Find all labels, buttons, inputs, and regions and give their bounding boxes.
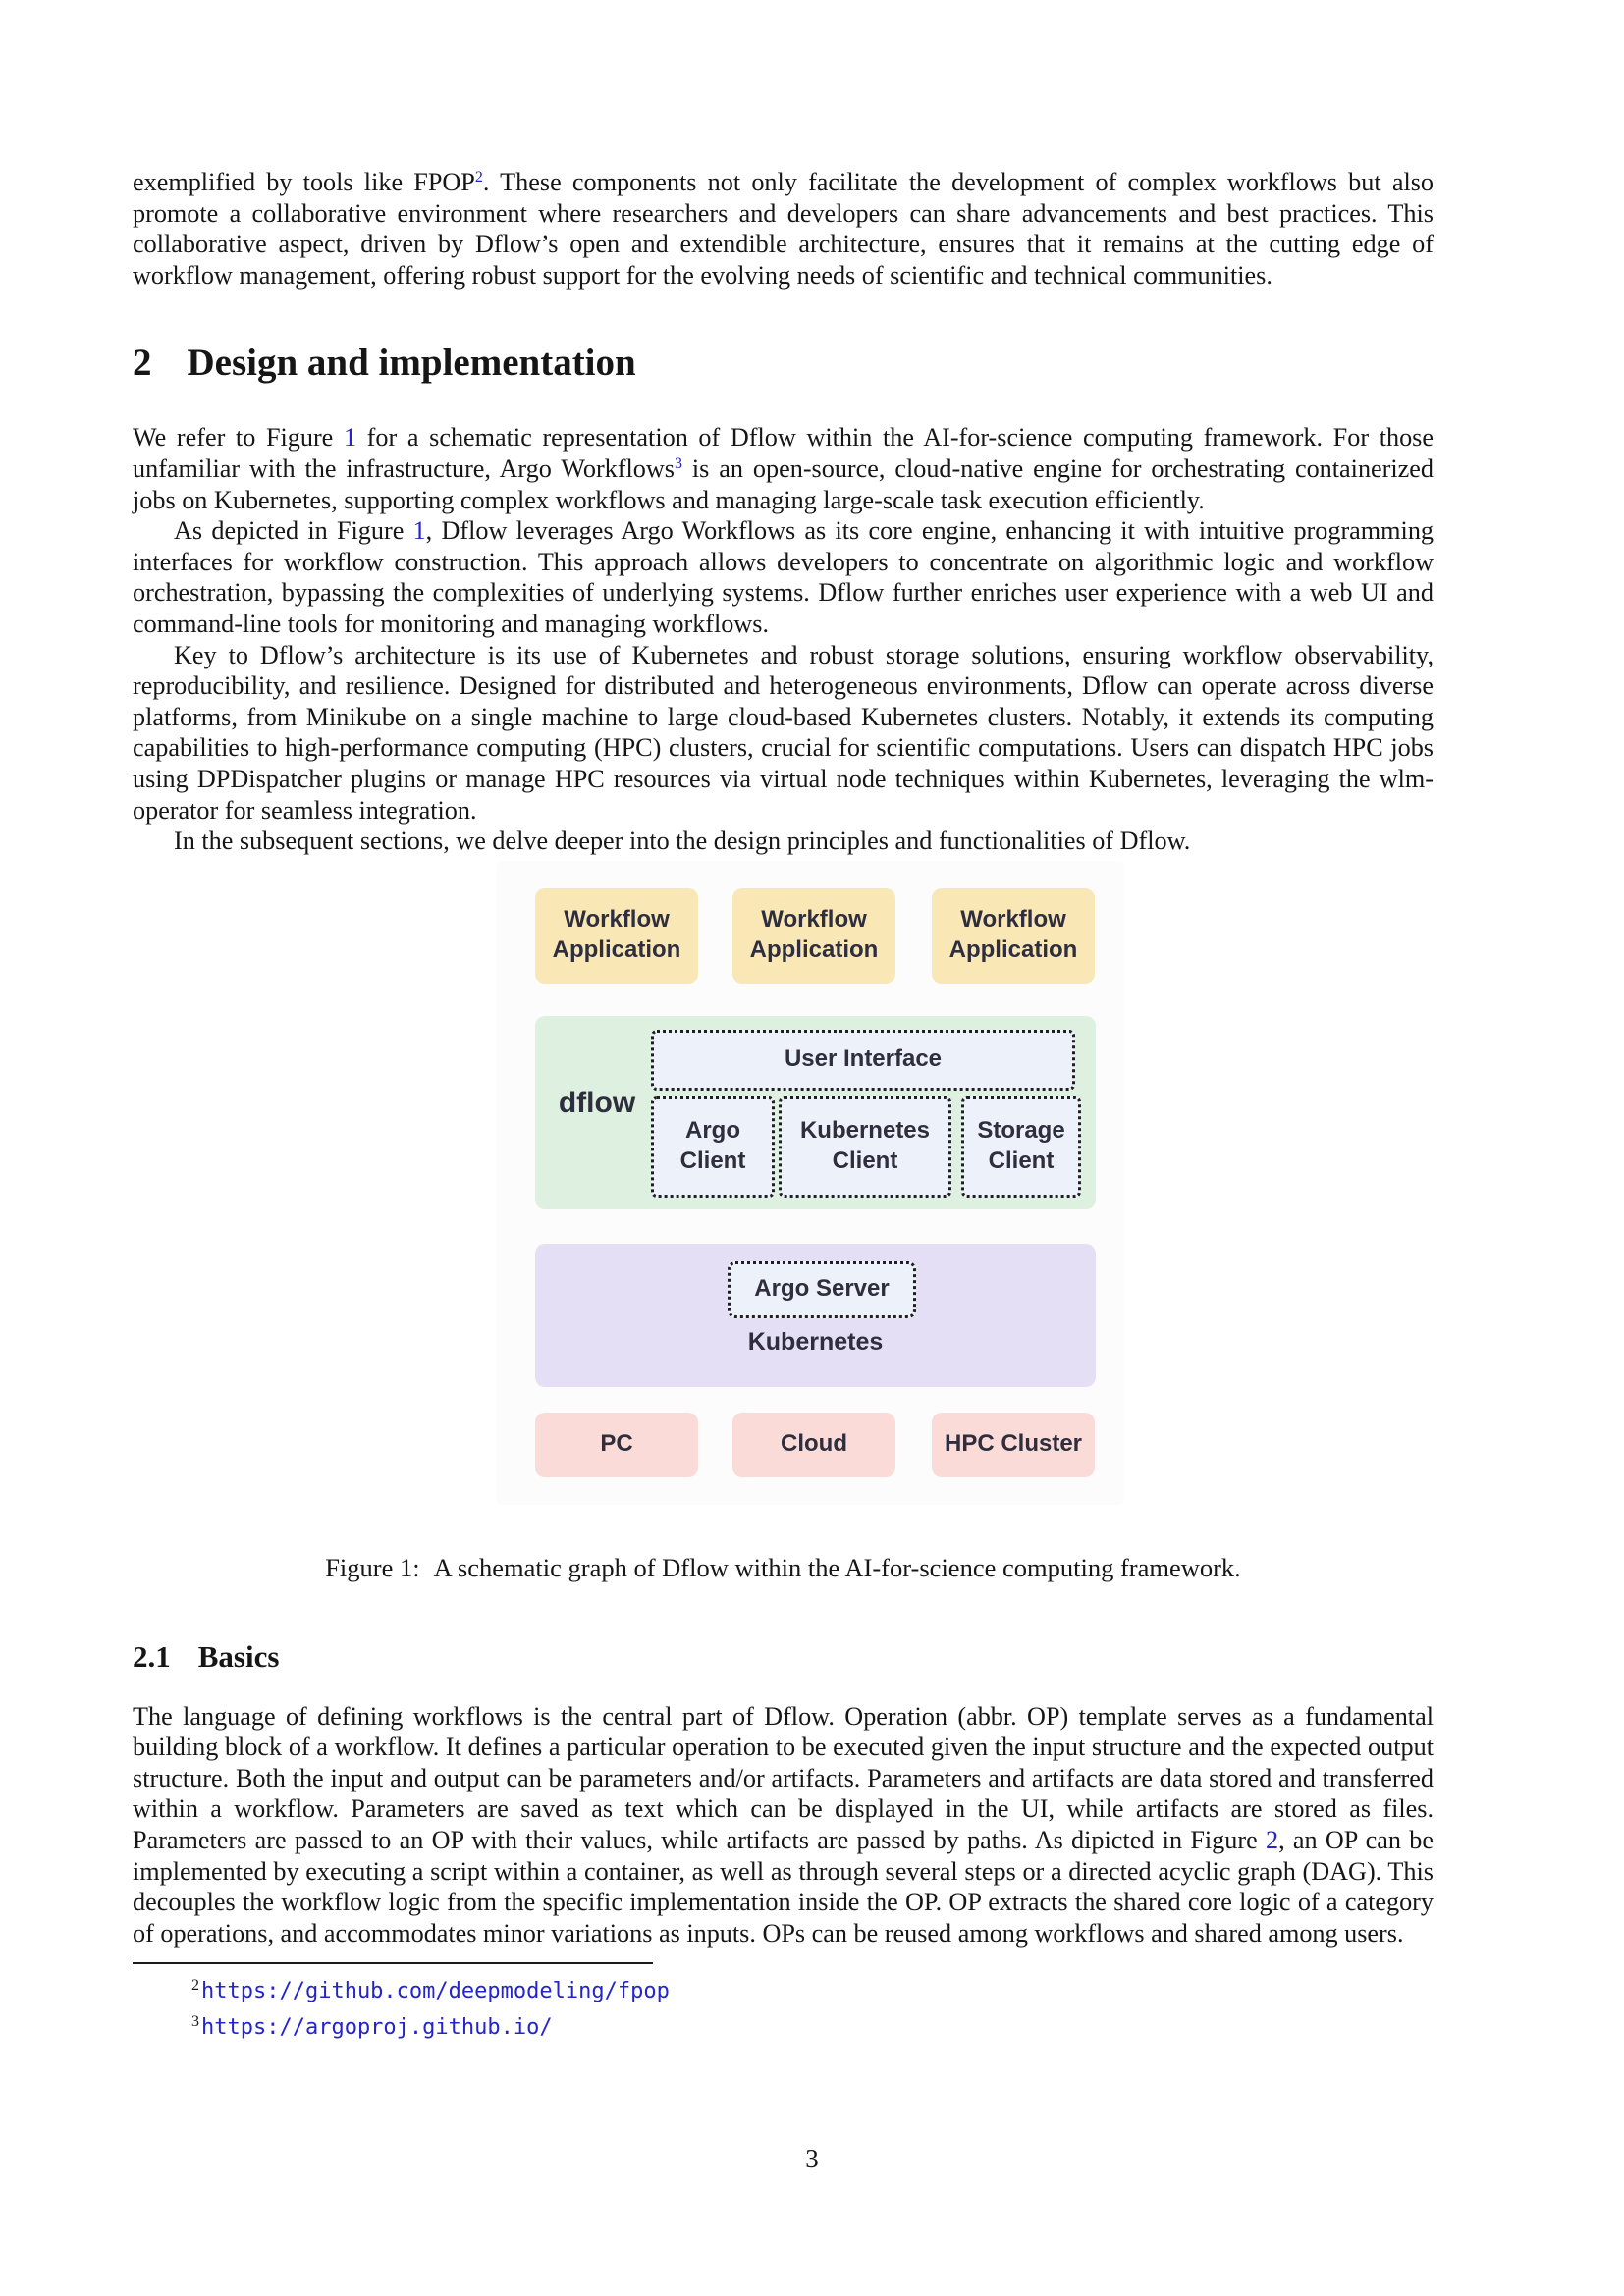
text-run: . These components not only facilitate t… bbox=[133, 168, 1435, 290]
workflow-application-label: Workflow Application bbox=[552, 906, 681, 964]
text-run: , Dflow leverages Argo Workflows as its … bbox=[133, 516, 1435, 638]
argo-server-label: Argo Server bbox=[754, 1275, 890, 1303]
text-run: for a schematic representation of Dflow … bbox=[133, 423, 1434, 483]
page-number: 3 bbox=[805, 2144, 819, 2173]
ref-link[interactable]: 3 bbox=[674, 454, 682, 472]
ref-link[interactable]: 1 bbox=[412, 516, 426, 546]
text-run: exemplified by tools like FPOP bbox=[133, 168, 475, 196]
workflow-application-box-3: Workflow Application bbox=[932, 887, 1095, 984]
text-run: Key to Dflow’s architecture is its use o… bbox=[133, 640, 1434, 825]
body-paragraph-5: The language of defining workflows is th… bbox=[133, 1701, 1434, 1949]
text-run: is an open-source, cloud-native engine f… bbox=[133, 454, 1434, 514]
ref-link[interactable]: 2 bbox=[474, 169, 483, 186]
argo-server-box: Argo Server bbox=[728, 1260, 916, 1318]
kubernetes-layer-box: Argo Server Kubernetes bbox=[535, 1243, 1096, 1387]
argo-client-box: Argo Client bbox=[651, 1095, 775, 1198]
section-2-1-title: Basics bbox=[197, 1638, 280, 1674]
cloud-box: Cloud bbox=[732, 1412, 895, 1477]
ref-link[interactable]: 1 bbox=[343, 423, 357, 453]
footnote-item-2: 3https://argoproj.github.io/ bbox=[191, 2012, 1434, 2042]
footnote-mark: 3 bbox=[191, 2013, 199, 2031]
text-run: , an OP can be implemented by executing … bbox=[133, 1826, 1435, 1948]
dflow-layer-box: dflow User Interface Argo Client Kuberne… bbox=[535, 1015, 1096, 1209]
text-run: As depicted in Figure bbox=[174, 516, 413, 546]
footnote-mark: 2 bbox=[191, 1977, 199, 1995]
pc-box: PC bbox=[535, 1412, 698, 1477]
ref-link[interactable]: 2 bbox=[1265, 1826, 1279, 1855]
figure-1-caption: Figure 1: A schematic graph of Dflow with… bbox=[133, 1552, 1434, 1583]
body-paragraph-4: In the subsequent sections, we delve dee… bbox=[133, 826, 1434, 857]
text-run: In the subsequent sections, we delve dee… bbox=[174, 827, 1191, 856]
footnote-url-link[interactable]: https://github.com/deepmodeling/fpop bbox=[201, 1979, 670, 2004]
intro-paragraph: exemplified by tools like FPOP2. These c… bbox=[133, 167, 1434, 291]
footnote-url-link[interactable]: https://argoproj.github.io/ bbox=[201, 2015, 553, 2041]
pc-label: PC bbox=[600, 1430, 633, 1458]
section-2-number: 2 bbox=[133, 342, 152, 385]
figure-caption-label: Figure 1: bbox=[325, 1552, 420, 1582]
body-paragraph-2: As depicted in Figure 1, Dflow leverages… bbox=[133, 515, 1434, 639]
section-2-1-number: 2.1 bbox=[133, 1638, 171, 1674]
kubernetes-label: Kubernetes bbox=[747, 1327, 884, 1356]
argo-client-label: Argo Client bbox=[679, 1117, 746, 1175]
figure-caption-text: A schematic graph of Dflow within the AI… bbox=[433, 1552, 1241, 1582]
workflow-application-box-1: Workflow Application bbox=[535, 887, 698, 984]
text-run: We refer to Figure bbox=[133, 423, 344, 453]
figure-1-diagram: Workflow Application Workflow Applicatio… bbox=[496, 860, 1124, 1505]
storage-client-label: Storage Client bbox=[977, 1117, 1065, 1175]
workflow-application-box-2: Workflow Application bbox=[732, 887, 895, 984]
user-interface-label: User Interface bbox=[784, 1045, 943, 1073]
section-2-1-heading: 2.1 Basics bbox=[133, 1638, 1434, 1676]
hpc-cluster-label: HPC Cluster bbox=[944, 1430, 1083, 1458]
footnote-item-1: 2https://github.com/deepmodeling/fpop bbox=[191, 1976, 1434, 2005]
section-2-title: Design and implementation bbox=[187, 342, 636, 385]
cloud-label: Cloud bbox=[781, 1430, 847, 1458]
kubernetes-client-box: Kubernetes Client bbox=[779, 1095, 951, 1198]
hpc-cluster-box: HPC Cluster bbox=[932, 1412, 1095, 1477]
body-paragraph-1: We refer to Figure 1 for a schematic rep… bbox=[133, 422, 1434, 515]
body-paragraph-3: Key to Dflow’s architecture is its use o… bbox=[133, 640, 1434, 827]
text-run: The language of defining workflows is th… bbox=[133, 1701, 1434, 1855]
workflow-application-label: Workflow Application bbox=[948, 906, 1078, 964]
user-interface-box: User Interface bbox=[651, 1029, 1075, 1091]
storage-client-box: Storage Client bbox=[961, 1095, 1081, 1198]
kubernetes-client-label: Kubernetes Client bbox=[799, 1117, 931, 1175]
dflow-label: dflow bbox=[558, 1086, 636, 1119]
footnotes: 2https://github.com/deepmodeling/fpop 3h… bbox=[133, 1962, 1434, 2042]
footnote-rule bbox=[133, 1962, 653, 1965]
workflow-application-label: Workflow Application bbox=[749, 906, 879, 964]
text-column: exemplified by tools like FPOP2. These c… bbox=[133, 167, 1434, 2042]
section-2-heading: 2 Design and implementation bbox=[133, 340, 1434, 387]
